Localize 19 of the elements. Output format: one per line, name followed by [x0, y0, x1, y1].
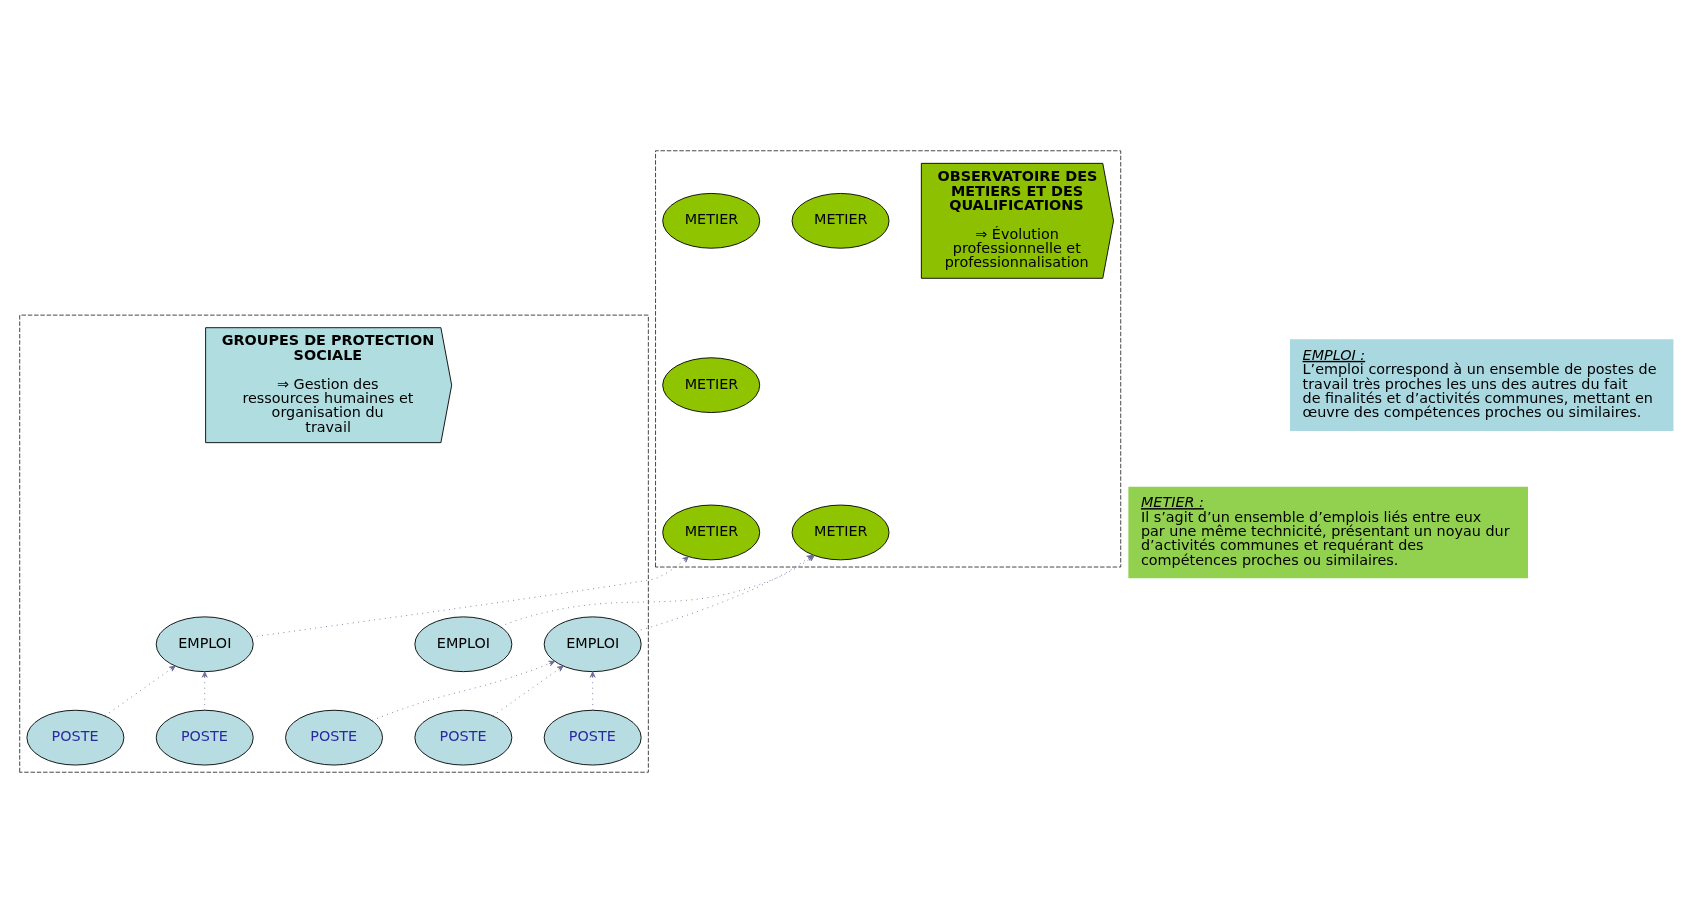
- arrow: [104, 665, 176, 717]
- cluster: [655, 150, 1122, 568]
- node-ellipse: METIER: [662, 357, 761, 413]
- arrow: [589, 671, 596, 711]
- arrow: [492, 665, 564, 717]
- node-ellipse: EMPLOI: [414, 616, 513, 673]
- node-ellipse: METIER: [662, 193, 761, 249]
- node-ellipse: POSTE: [285, 709, 383, 766]
- node-ellipse: POSTE: [414, 709, 513, 766]
- node-box: METIER : Il s’agit d’un ensemble d’emplois liés entre eux par une même technicité, présentant un noyau dur d’activités communes et requérant des compétences proches ou similaires.: [1128, 486, 1528, 579]
- node-ellipse: POSTE: [26, 709, 125, 766]
- arrow: [371, 660, 556, 721]
- cluster: [19, 314, 649, 773]
- node-box: EMPLOI : L’emploi correspond à un ensemble de postes de travail très proches les uns des autres du fait de finalités et d’activités communes, mettant en œuvre des compétences proches ou similaires.: [1290, 339, 1674, 431]
- arrow: [251, 556, 689, 638]
- node-ellipse: POSTE: [543, 709, 642, 766]
- arrow: [201, 671, 208, 711]
- node-ellipse: POSTE: [155, 709, 254, 766]
- node-ellipse: METIER: [791, 193, 890, 249]
